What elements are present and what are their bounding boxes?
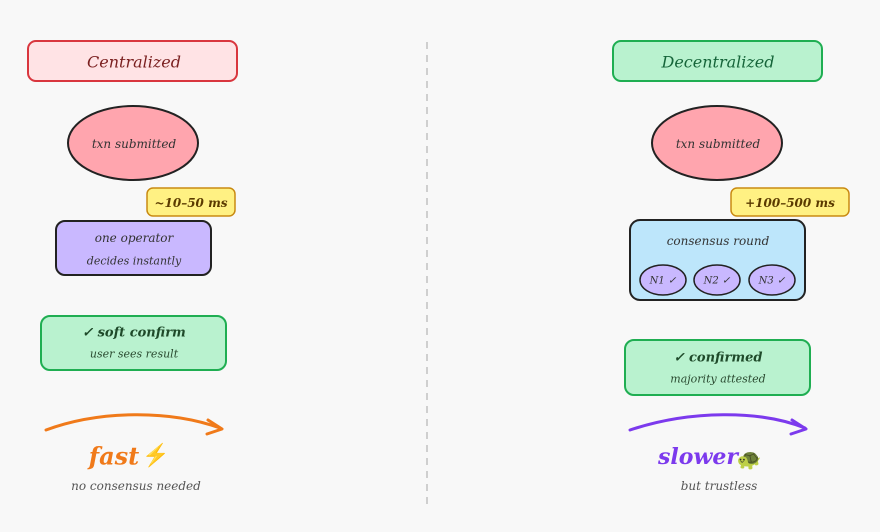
left-latency-badge-box [146, 187, 236, 217]
slower-label: slower [658, 444, 738, 470]
slow-arrow-head [789, 418, 808, 436]
confirmed-box [624, 339, 811, 396]
right-latency-badge: +100–500 ms [745, 196, 835, 210]
decentralized-title-box [612, 40, 823, 82]
fast-caption: no consensus needed [71, 479, 201, 493]
confirmed-sub: majority attested [670, 372, 766, 386]
lightning-icon: ⚡ [142, 443, 170, 469]
decentralized-title: Decentralized [661, 52, 775, 72]
centralized-title: Centralized [86, 52, 182, 72]
consensus-title: consensus round [666, 234, 770, 248]
centralized-title-box [27, 40, 238, 82]
soft-confirm-title: ✓ soft confirm [82, 325, 186, 341]
operator-line1: one operator [94, 231, 174, 245]
fast-arrow-head [205, 418, 224, 436]
right-txn-ellipse [651, 105, 783, 181]
confirmed-title: ✓ confirmed [673, 350, 763, 366]
slow-arrow [628, 413, 807, 432]
operator-line2: decides instantly [86, 254, 182, 268]
soft-confirm-box [40, 315, 227, 371]
node-n3-ellipse [748, 264, 796, 296]
soft-confirm-sub: user sees result [89, 347, 179, 361]
slower-caption: but trustless [680, 479, 758, 493]
node-n3-label: N3 ✓ [758, 275, 786, 287]
node-n2-label: N2 ✓ [703, 275, 731, 287]
left-txn-label: txn submitted [91, 137, 177, 151]
fast-label: fast [88, 441, 140, 471]
right-latency-badge-box [730, 187, 850, 217]
left-txn-ellipse [67, 105, 199, 181]
node-n2-ellipse [693, 264, 741, 296]
fast-arrow [44, 413, 222, 432]
node-n1-label: N1 ✓ [649, 275, 677, 287]
turtle-icon: 🐢 [736, 447, 762, 471]
node-n1-ellipse [639, 264, 687, 296]
operator-box [55, 220, 212, 276]
right-txn-label: txn submitted [675, 137, 761, 151]
left-latency-badge: ~10–50 ms [154, 196, 228, 210]
